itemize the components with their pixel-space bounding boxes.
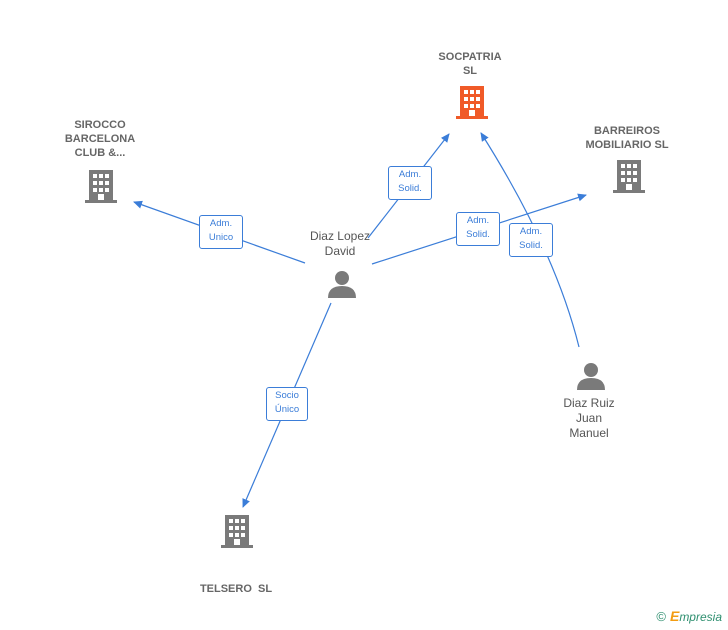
edge-label-socio-unico[interactable]: Socio Único: [266, 387, 308, 421]
telsero-label[interactable]: TELSERO SL: [186, 554, 286, 610]
diaz-ruiz-person-icon[interactable]: [577, 363, 605, 390]
diaz-lopez-label-line1: Diaz Lopez: [309, 229, 371, 243]
barreiros-label[interactable]: BARREIROS MOBILIARIO SL: [572, 124, 682, 152]
telsero-building-icon[interactable]: [221, 515, 253, 548]
socpatria-building-icon[interactable]: [456, 86, 488, 119]
telsero-label-text: TELSERO SL: [199, 583, 273, 595]
edge-label-adm-solid-socpatria[interactable]: Adm. Solid.: [388, 166, 432, 200]
diaz-ruiz-label-line1: Diaz Ruiz: [563, 396, 615, 410]
diaz-lopez-label-line2: David: [324, 244, 356, 258]
diaz-ruiz-label[interactable]: Diaz Ruiz Juan Manuel: [539, 396, 639, 441]
diaz-ruiz-label-line3: Manuel: [569, 426, 609, 440]
barreiros-label-line2: MOBILIARIO SL: [585, 139, 669, 151]
barreiros-building-icon[interactable]: [613, 160, 645, 193]
edge-label-adm-unico-line2: Unico: [208, 232, 234, 243]
sirocco-label-line2: BARCELONA: [64, 133, 136, 145]
brand-initial: E: [669, 608, 680, 624]
sirocco-label-line1: SIROCCO: [74, 119, 126, 131]
edge-label-adm-unico[interactable]: Adm. Unico: [199, 215, 243, 249]
diaz-lopez-person-icon[interactable]: [328, 271, 356, 298]
edge-label-adm-solid-barreiros[interactable]: Adm. Solid.: [456, 212, 500, 246]
diaz-ruiz-label-line2: Juan: [575, 411, 603, 425]
sirocco-building-icon[interactable]: [85, 170, 117, 203]
brand-name: mpresia: [679, 610, 722, 624]
edge-label-socio-unico-line2: Único: [274, 404, 300, 415]
edge-label-socio-unico-line1: Socio: [275, 390, 299, 401]
edge-label-adm-solid-socpatria-line2: Solid.: [398, 183, 422, 194]
edge-label-adm-solid-barreiros-line1: Adm.: [466, 215, 490, 226]
sirocco-label[interactable]: SIROCCO BARCELONA CLUB &...: [50, 118, 150, 160]
diaz-lopez-label[interactable]: Diaz Lopez David: [290, 229, 390, 259]
footer-brand[interactable]: © Empresia: [656, 608, 722, 624]
edge-label-adm-solid-ruiz[interactable]: Adm. Solid.: [509, 223, 553, 257]
sirocco-label-line3: CLUB &...: [74, 147, 126, 159]
copyright-icon: ©: [656, 608, 666, 624]
socpatria-label[interactable]: SOCPATRIA SL: [420, 50, 520, 78]
edge-label-adm-solid-ruiz-line2: Solid.: [519, 240, 543, 251]
socpatria-label-line1: SOCPATRIA: [438, 51, 502, 63]
brand-logo: Empresia: [670, 608, 722, 624]
edge-label-adm-solid-ruiz-line1: Adm.: [519, 226, 543, 237]
socpatria-label-line2: SL: [462, 65, 478, 77]
barreiros-label-line1: BARREIROS: [593, 125, 660, 137]
edge-label-adm-unico-line1: Adm.: [209, 218, 233, 229]
edge-label-adm-solid-barreiros-line2: Solid.: [466, 229, 490, 240]
edge-label-adm-solid-socpatria-line1: Adm.: [398, 169, 422, 180]
